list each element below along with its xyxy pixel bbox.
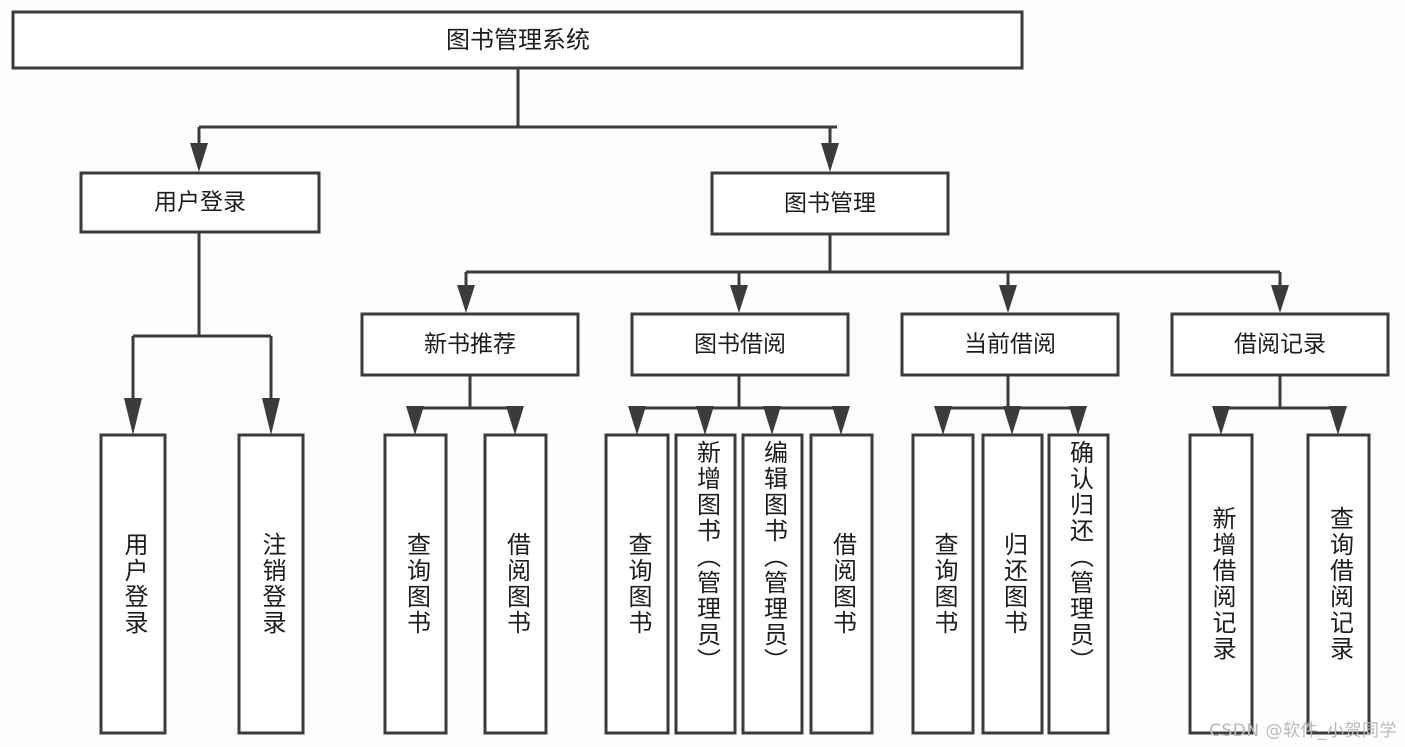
node-current-borrow-label: 当前借阅 (964, 332, 1056, 358)
leaf-group-book-borrow (604, 433, 874, 735)
leaf-rect-user-login-1[interactable] (237, 433, 305, 735)
arrow-user-login-leaf-0 (124, 398, 142, 435)
node-new-book-rec[interactable]: 新书推荐 (360, 312, 580, 377)
leaf-group-borrow-record (1188, 433, 1371, 735)
leaf-rect-current-borrow-2[interactable] (1047, 433, 1110, 735)
leaf-rect-book-borrow-1[interactable] (674, 433, 737, 735)
leaf-rect-borrow-record-1[interactable] (1306, 433, 1371, 735)
connector-group-book-borrow (628, 375, 850, 435)
connector-group-borrow-record (1212, 375, 1347, 435)
node-user-login-label: 用户登录 (154, 190, 246, 216)
leaf-rect-book-borrow-0[interactable] (604, 433, 670, 735)
arrow-book-manage-to-book-borrow (730, 285, 748, 313)
arrow-current-borrow-leaf-2 (1069, 406, 1087, 435)
node-root[interactable]: 图书管理系统 (11, 10, 1024, 70)
connector-group-current-borrow (934, 375, 1087, 435)
arrow-book-borrow-leaf-3 (832, 406, 850, 435)
connector-group-user-login (124, 232, 280, 435)
arrow-book-borrow-leaf-2 (763, 406, 781, 435)
leaf-group-current-borrow (911, 433, 1110, 735)
arrow-borrow-record-leaf-0 (1212, 406, 1230, 435)
node-user-login[interactable]: 用户登录 (79, 171, 321, 234)
leaf-rect-current-borrow-0[interactable] (911, 433, 975, 735)
node-current-borrow[interactable]: 当前借阅 (900, 312, 1120, 377)
node-root-rect[interactable] (11, 10, 1024, 70)
arrow-book-borrow-leaf-1 (696, 406, 714, 435)
node-new-book-rec-rect[interactable] (360, 312, 580, 377)
node-book-borrow-label: 图书借阅 (694, 332, 786, 358)
node-book-manage-rect[interactable] (710, 171, 950, 236)
leaf-group-new-book-rec (383, 433, 548, 735)
connector-group-root (190, 68, 839, 172)
node-book-manage[interactable]: 图书管理 (710, 171, 950, 236)
leaf-rect-new-book-rec-1[interactable] (483, 433, 548, 735)
arrow-new-book-rec-leaf-1 (506, 406, 524, 435)
connector-group-book-manage (457, 234, 1289, 313)
leaf-rect-borrow-record-0[interactable] (1188, 433, 1254, 735)
arrow-borrow-record-leaf-1 (1329, 406, 1347, 435)
node-current-borrow-rect[interactable] (900, 312, 1120, 377)
node-book-manage-label: 图书管理 (784, 191, 876, 217)
arrow-current-borrow-leaf-1 (1003, 406, 1021, 435)
leaf-rect-user-login-0[interactable] (99, 433, 167, 735)
watermark-label: CSDN @软件_小贺同学 (1209, 721, 1397, 741)
leaf-rect-current-borrow-1[interactable] (981, 433, 1044, 735)
node-borrow-record-label: 借阅记录 (1234, 332, 1326, 358)
node-borrow-record[interactable]: 借阅记录 (1170, 312, 1390, 377)
node-user-login-rect[interactable] (79, 171, 321, 234)
node-borrow-record-rect[interactable] (1170, 312, 1390, 377)
arrow-root-to-book-manage (821, 143, 839, 172)
leaf-rect-book-borrow-3[interactable] (809, 433, 874, 735)
leaf-rect-new-book-rec-0[interactable] (383, 433, 448, 735)
node-book-borrow-rect[interactable] (630, 312, 850, 377)
arrow-new-book-rec-leaf-0 (406, 406, 424, 435)
arrow-current-borrow-leaf-0 (934, 406, 952, 435)
node-book-borrow[interactable]: 图书借阅 (630, 312, 850, 377)
arrow-root-to-user-login (190, 143, 208, 172)
leaf-rect-book-borrow-2[interactable] (741, 433, 804, 735)
arrow-book-manage-to-borrow-record (1271, 285, 1289, 313)
node-root-label: 图书管理系统 (446, 26, 590, 54)
connector-group-new-book-rec (406, 375, 524, 435)
leaf-group-user-login (99, 433, 305, 735)
node-new-book-rec-label: 新书推荐 (424, 332, 516, 358)
arrow-user-login-leaf-1 (262, 398, 280, 435)
arrow-book-manage-to-new-book-rec (457, 285, 475, 313)
arrow-book-manage-to-current-borrow (999, 285, 1017, 313)
arrow-book-borrow-leaf-0 (628, 406, 646, 435)
